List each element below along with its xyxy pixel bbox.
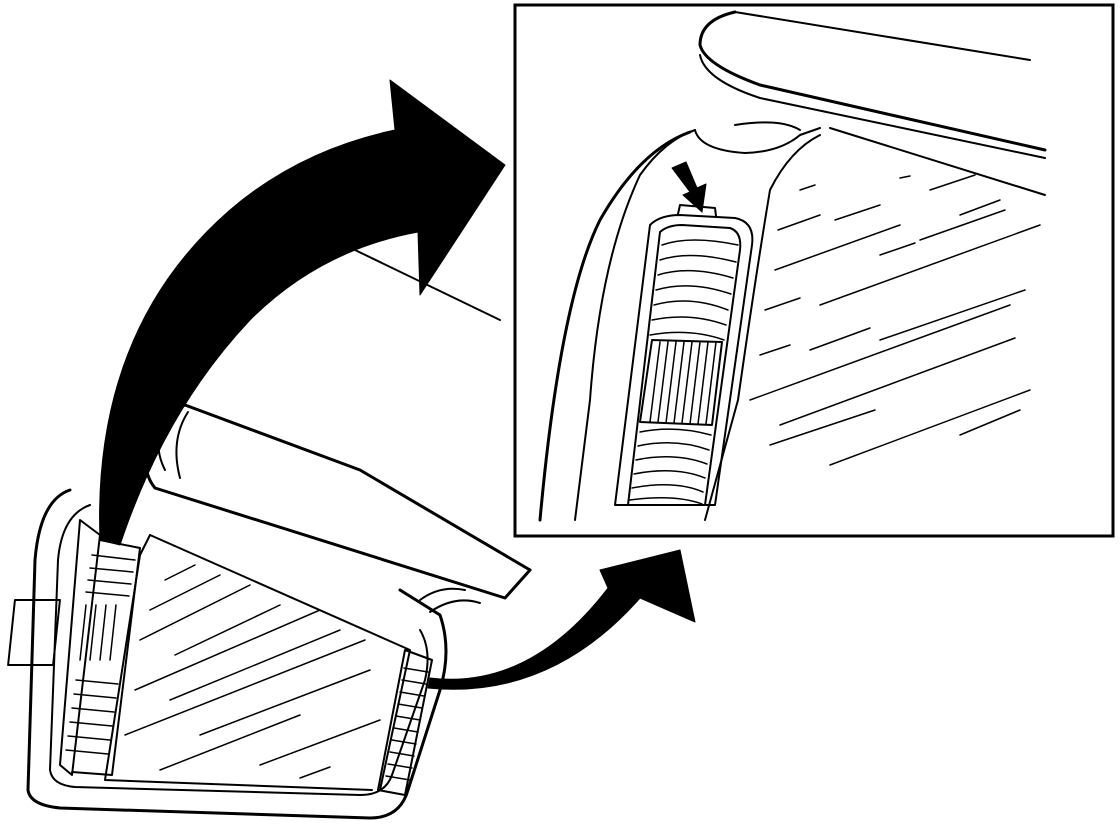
callout-arrow-large [99,79,506,546]
pointer-arrow [671,161,707,213]
callout-arrow-small [427,549,696,690]
left-lamp-lens [7,519,141,776]
right-lamp-lens [377,649,433,796]
glass-hatch [124,564,381,779]
detail-inset [513,3,1115,538]
